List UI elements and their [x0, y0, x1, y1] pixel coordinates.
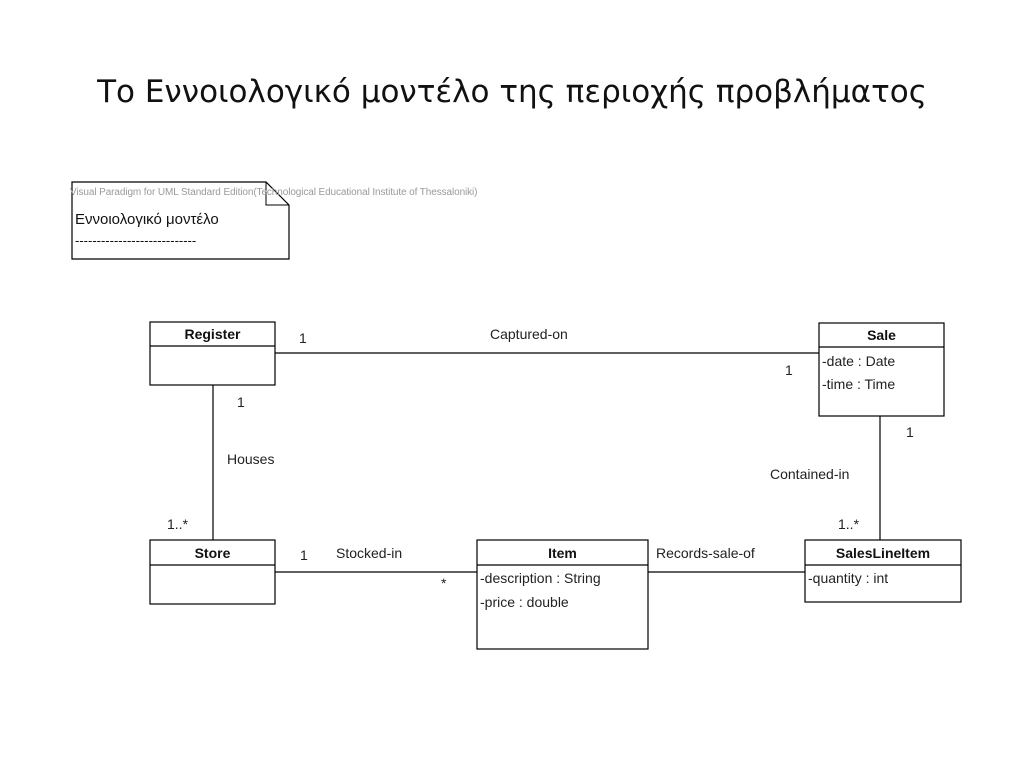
note-watermark: Visual Paradigm for UML Standard Edition… [70, 187, 478, 198]
sale-attribute-date: -date : Date [822, 353, 896, 369]
association-stocked-in-label: Stocked-in [336, 545, 403, 561]
association-captured-on-label: Captured-on [490, 326, 568, 342]
multiplicity-store-stocked-in: 1 [300, 547, 308, 563]
saleslineitem-attribute-quantity: -quantity : int [808, 570, 889, 586]
class-sale-name: Sale [867, 327, 896, 343]
association-houses-label: Houses [227, 451, 275, 467]
class-saleslineitem-box[interactable] [804, 539, 962, 603]
multiplicity-register-houses: 1 [237, 394, 245, 410]
note-shape [71, 181, 290, 260]
association-contained-in-label: Contained-in [770, 466, 850, 482]
multiplicity-store-houses: 1..* [167, 516, 189, 532]
class-saleslineitem-name: SalesLineItem [835, 545, 931, 561]
item-attribute-price: -price : double [480, 594, 569, 610]
multiplicity-register-captured-on: 1 [299, 330, 307, 346]
association-records-sale-of-label: Records-sale-of [656, 545, 755, 561]
note-title: Εννοιολογικό μοντέλο [75, 211, 219, 228]
multiplicity-line-contained-in: 1..* [838, 516, 860, 532]
class-sale-box[interactable] [818, 322, 945, 417]
class-store-box[interactable] [149, 539, 276, 605]
class-item-box[interactable] [476, 539, 649, 650]
multiplicity-item-stocked-in: * [441, 575, 447, 591]
note-separator: ---------------------------- [75, 233, 197, 248]
item-attribute-description: -description : String [480, 570, 601, 586]
class-store-name: Store [194, 545, 231, 561]
slide-title: Το Εννοιολογικό μοντέλο της περιοχής προ… [97, 74, 927, 110]
sale-attribute-time: -time : Time [822, 376, 896, 392]
class-item-name: Item [548, 545, 577, 561]
multiplicity-sale-contained-in: 1 [906, 424, 914, 440]
multiplicity-sale-captured-on: 1 [785, 362, 793, 378]
class-register-name: Register [184, 326, 241, 342]
